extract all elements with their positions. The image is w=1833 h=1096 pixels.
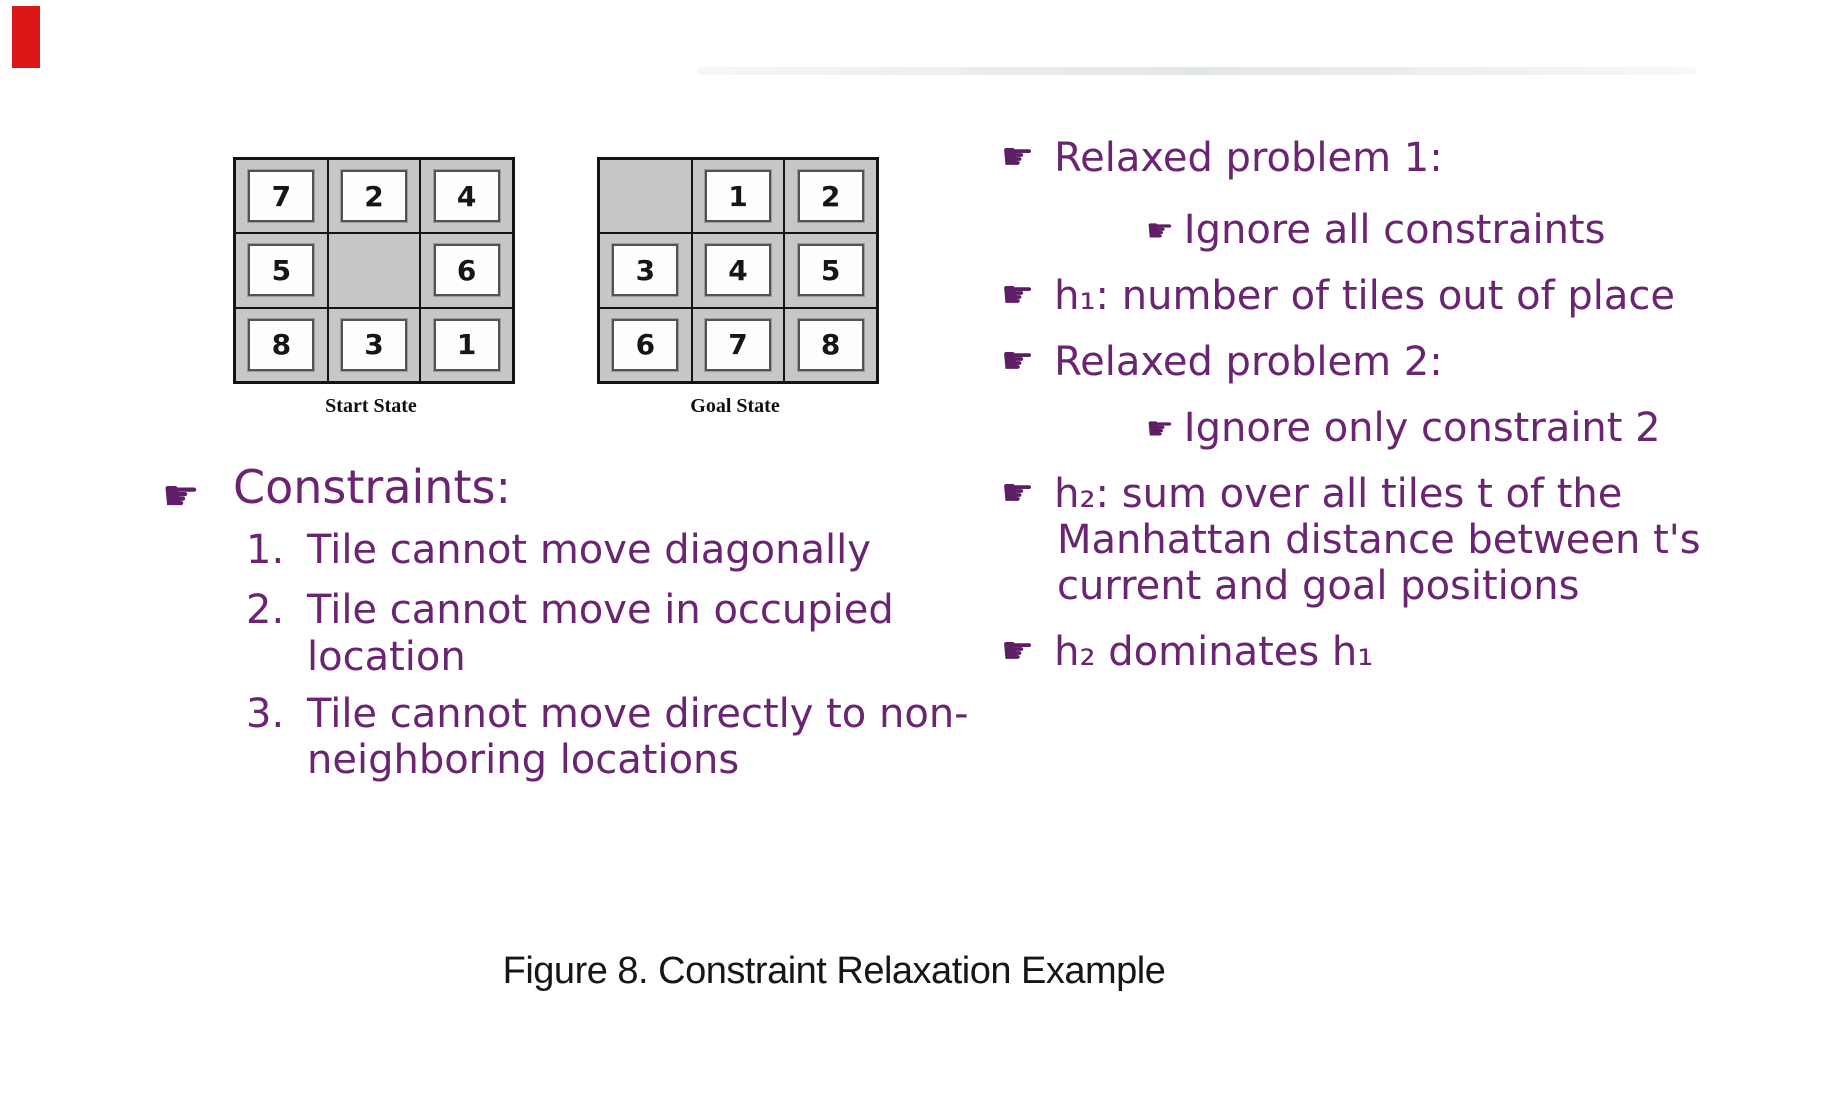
- faint-smudge-line: [697, 67, 1697, 75]
- note-text: h₂: sum over all tiles t of the: [1054, 471, 1623, 517]
- puzzle-cell: 1: [421, 308, 512, 381]
- puzzle-cell: 5: [785, 234, 876, 307]
- constraint-item-2-cont: location: [307, 634, 466, 680]
- constraint-item-1: 1. Tile cannot move diagonally: [246, 528, 871, 573]
- puzzle-tile: 8: [797, 318, 864, 371]
- constraint-text: Tile cannot move diagonally: [307, 527, 871, 573]
- puzzle-cell-blank: [600, 160, 691, 233]
- puzzle-cell: 4: [692, 234, 784, 307]
- puzzle-tile: 2: [797, 170, 864, 223]
- list-number: 3.: [246, 691, 285, 737]
- manicule-bullet-icon: ☛: [162, 471, 200, 520]
- puzzle-cell: 4: [421, 160, 512, 233]
- note-h2-heuristic: ☛ h₂: sum over all tiles t of the: [1001, 472, 1622, 517]
- note-text: h₁: number of tiles out of place: [1054, 273, 1676, 319]
- puzzle-tile: 5: [797, 244, 864, 297]
- note-ignore-all-constraints: ☛Ignore all constraints: [1146, 208, 1605, 253]
- constraint-item-3: 3. Tile cannot move directly to non-: [246, 692, 969, 737]
- note-h2-dominates-h1: ☛ h₂ dominates h₁: [1001, 630, 1373, 675]
- puzzle-tile: 3: [612, 244, 679, 297]
- note-relaxed-problem-2: ☛ Relaxed problem 2:: [1001, 340, 1443, 385]
- red-corner-mark: [12, 6, 40, 68]
- note-h2-heuristic-cont-2: current and goal positions: [1057, 563, 1580, 609]
- puzzle-cell-blank: [328, 234, 420, 307]
- note-text: Relaxed problem 1:: [1054, 135, 1443, 181]
- puzzle-cell: 3: [600, 234, 691, 307]
- note-h2-heuristic-cont-1: Manhattan distance between t's: [1057, 517, 1701, 563]
- start-state-grid: 7 2 4 5 6 8 3 1: [233, 157, 515, 384]
- manicule-bullet-icon: ☛: [1001, 339, 1035, 382]
- constraint-item-3-cont: neighboring locations: [307, 737, 740, 783]
- puzzle-cell: 8: [236, 308, 327, 381]
- puzzle-cell: 1: [692, 160, 784, 233]
- puzzle-tile: 4: [433, 170, 500, 223]
- puzzle-cell: 2: [785, 160, 876, 233]
- constraint-text: Tile cannot move in occupied: [307, 587, 894, 633]
- note-text: Relaxed problem 2:: [1054, 339, 1443, 385]
- puzzle-tile: 5: [248, 244, 315, 297]
- manicule-bullet-icon: ☛: [1001, 629, 1035, 672]
- manicule-bullet-icon: ☛: [1146, 213, 1174, 249]
- puzzle-cell: 8: [785, 308, 876, 381]
- constraints-heading: Constraints:: [233, 460, 511, 514]
- list-number: 2.: [246, 587, 285, 633]
- note-h1-heuristic: ☛ h₁: number of tiles out of place: [1001, 274, 1675, 319]
- note-relaxed-problem-1: ☛ Relaxed problem 1:: [1001, 136, 1443, 181]
- puzzle-cell: 6: [600, 308, 691, 381]
- puzzle-cell: 7: [236, 160, 327, 233]
- puzzle-tile: 3: [340, 318, 407, 371]
- puzzle-cell: 6: [421, 234, 512, 307]
- puzzle-tile: 2: [340, 170, 407, 223]
- puzzle-cell: 3: [328, 308, 420, 381]
- puzzle-tile: 6: [433, 244, 500, 297]
- constraint-text: Tile cannot move directly to non-: [307, 691, 969, 737]
- start-state-label: Start State: [325, 395, 417, 417]
- puzzle-cell: 5: [236, 234, 327, 307]
- manicule-bullet-icon: ☛: [1001, 273, 1035, 316]
- list-number: 1.: [246, 527, 285, 573]
- figure-caption: Figure 8. Constraint Relaxation Example: [502, 950, 1166, 992]
- note-text: Ignore all constraints: [1183, 207, 1606, 253]
- manicule-bullet-icon: ☛: [1001, 471, 1035, 514]
- manicule-bullet-icon: ☛: [1001, 135, 1035, 178]
- goal-state-label: Goal State: [690, 395, 780, 417]
- puzzle-tile: 8: [248, 318, 315, 371]
- puzzle-cell: 7: [692, 308, 784, 381]
- note-ignore-only-constraint-2: ☛Ignore only constraint 2: [1146, 406, 1661, 451]
- note-text: h₂ dominates h₁: [1054, 629, 1374, 675]
- puzzle-tile: 7: [704, 318, 771, 371]
- goal-state-grid: 1 2 3 4 5 6 7 8: [597, 157, 879, 384]
- manicule-bullet-icon: ☛: [1146, 411, 1174, 447]
- puzzle-tile: 6: [612, 318, 679, 371]
- puzzle-tile: 4: [704, 244, 771, 297]
- puzzle-cell: 2: [328, 160, 420, 233]
- puzzle-tile: 1: [704, 170, 771, 223]
- note-text: Ignore only constraint 2: [1183, 405, 1661, 451]
- puzzle-tile: 1: [433, 318, 500, 371]
- puzzle-tile: 7: [248, 170, 315, 223]
- constraint-item-2: 2. Tile cannot move in occupied: [246, 588, 894, 633]
